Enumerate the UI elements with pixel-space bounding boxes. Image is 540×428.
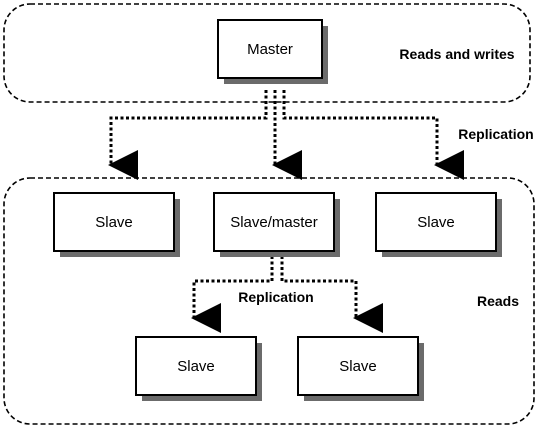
node-slave-left-box bbox=[53, 192, 175, 252]
node-slave-master-label: Slave/master bbox=[230, 214, 318, 231]
region-label-reads-and-writes: Reads and writes bbox=[399, 46, 514, 62]
node-slave-left: Slave bbox=[53, 192, 180, 257]
region-reads-and-writes bbox=[3, 3, 531, 103]
connector-master-slave1 bbox=[108, 90, 268, 180]
node-slave-right-box bbox=[375, 192, 497, 252]
node-slave-bottom-right-box bbox=[297, 336, 419, 396]
node-slave-bottom-left-box bbox=[135, 336, 257, 396]
connector-slavemaster-slave5 bbox=[280, 256, 383, 333]
node-slave-master: Slave/master bbox=[213, 192, 340, 257]
node-master-label: Master bbox=[247, 41, 293, 58]
node-slave-right: Slave bbox=[375, 192, 502, 257]
node-slave-bottom-right-label: Slave bbox=[339, 358, 377, 375]
node-slave-master-box bbox=[213, 192, 335, 252]
connector-slavemaster-slave4 bbox=[191, 256, 274, 333]
node-slave-left-label: Slave bbox=[95, 214, 133, 231]
connector-group bbox=[108, 90, 464, 333]
node-slave-bottom-right: Slave bbox=[297, 336, 424, 401]
region-label-reads: Reads bbox=[477, 293, 519, 309]
connector-master-slave3 bbox=[282, 90, 464, 180]
region-reads bbox=[3, 177, 535, 425]
node-slave-right-label: Slave bbox=[417, 214, 455, 231]
node-slave-bottom-left: Slave bbox=[135, 336, 262, 401]
node-slave-bottom-left-label: Slave bbox=[177, 358, 215, 375]
edge-label-replication-top: Replication bbox=[458, 126, 533, 142]
node-master-box bbox=[217, 19, 323, 79]
edge-label-replication-bottom: Replication bbox=[238, 289, 313, 305]
node-master: Master bbox=[217, 19, 328, 84]
